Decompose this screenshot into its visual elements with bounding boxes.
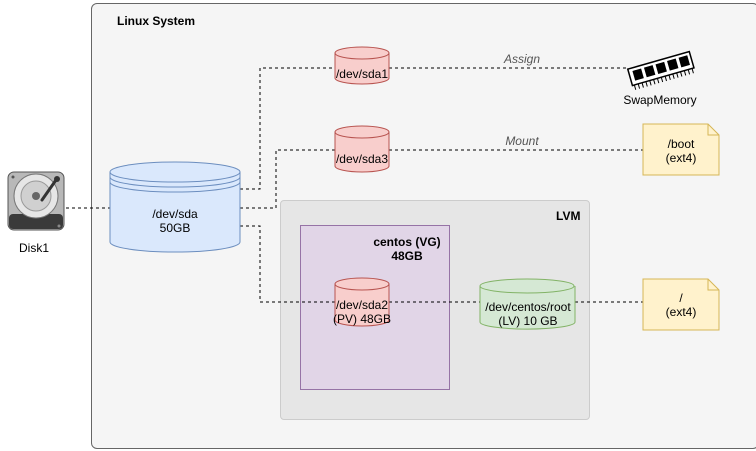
hard-disk-icon	[7, 171, 65, 231]
root-label-line2: (ext4)	[665, 305, 697, 319]
swap-label: SwapMemory	[623, 93, 697, 107]
boot-label-line2: (ext4)	[665, 151, 697, 165]
lvm-title: LVM	[556, 209, 581, 223]
linux-system-title: Linux System	[117, 14, 196, 28]
sda2-label-line2: (PV) 48GB	[332, 312, 392, 326]
vg-title-line2: 48GB	[391, 249, 423, 263]
root-label: / (ext4)	[643, 291, 719, 319]
sda2-label-line1: /dev/sda2	[335, 298, 389, 312]
sda1-cylinder	[334, 46, 390, 85]
sda3-label: /dev/sda3	[335, 152, 389, 166]
lv-label: /dev/centos/root (LV) 10 GB	[478, 300, 578, 328]
boot-label: /boot (ext4)	[643, 137, 719, 165]
vg-title-line1: centos (VG)	[373, 235, 441, 249]
disk-label: Disk1	[18, 241, 49, 255]
edge-sda-sda2	[240, 225, 335, 303]
connectors	[66, 67, 643, 303]
root-label-line1: /	[679, 291, 683, 305]
sda-label: /dev/sda 50GB	[110, 207, 240, 235]
vg-title: centos (VG) 48GB	[360, 235, 454, 263]
assign-edge-label: Assign	[503, 52, 541, 66]
lv-label-line2: (LV) 10 GB	[498, 314, 558, 328]
sda2-cylinder	[334, 277, 390, 327]
boot-note	[642, 123, 720, 176]
lv-cylinder	[479, 278, 576, 330]
sda1-label: /dev/sda1	[335, 67, 389, 81]
sda-label-line2: 50GB	[159, 221, 191, 235]
sda-cylinder	[109, 161, 241, 253]
ram-memory-icon	[626, 50, 695, 90]
boot-label-line1: /boot	[667, 137, 695, 151]
lv-label-line1: /dev/centos/root	[485, 300, 571, 314]
sda3-cylinder	[334, 125, 390, 173]
root-note	[642, 278, 720, 331]
mount-edge-label: Mount	[505, 134, 539, 148]
sda2-label: /dev/sda2 (PV) 48GB	[330, 298, 394, 326]
sda-label-line1: /dev/sda	[152, 207, 198, 221]
edge-sda-sda1	[240, 67, 335, 190]
edge-sda-sda3	[240, 149, 335, 209]
